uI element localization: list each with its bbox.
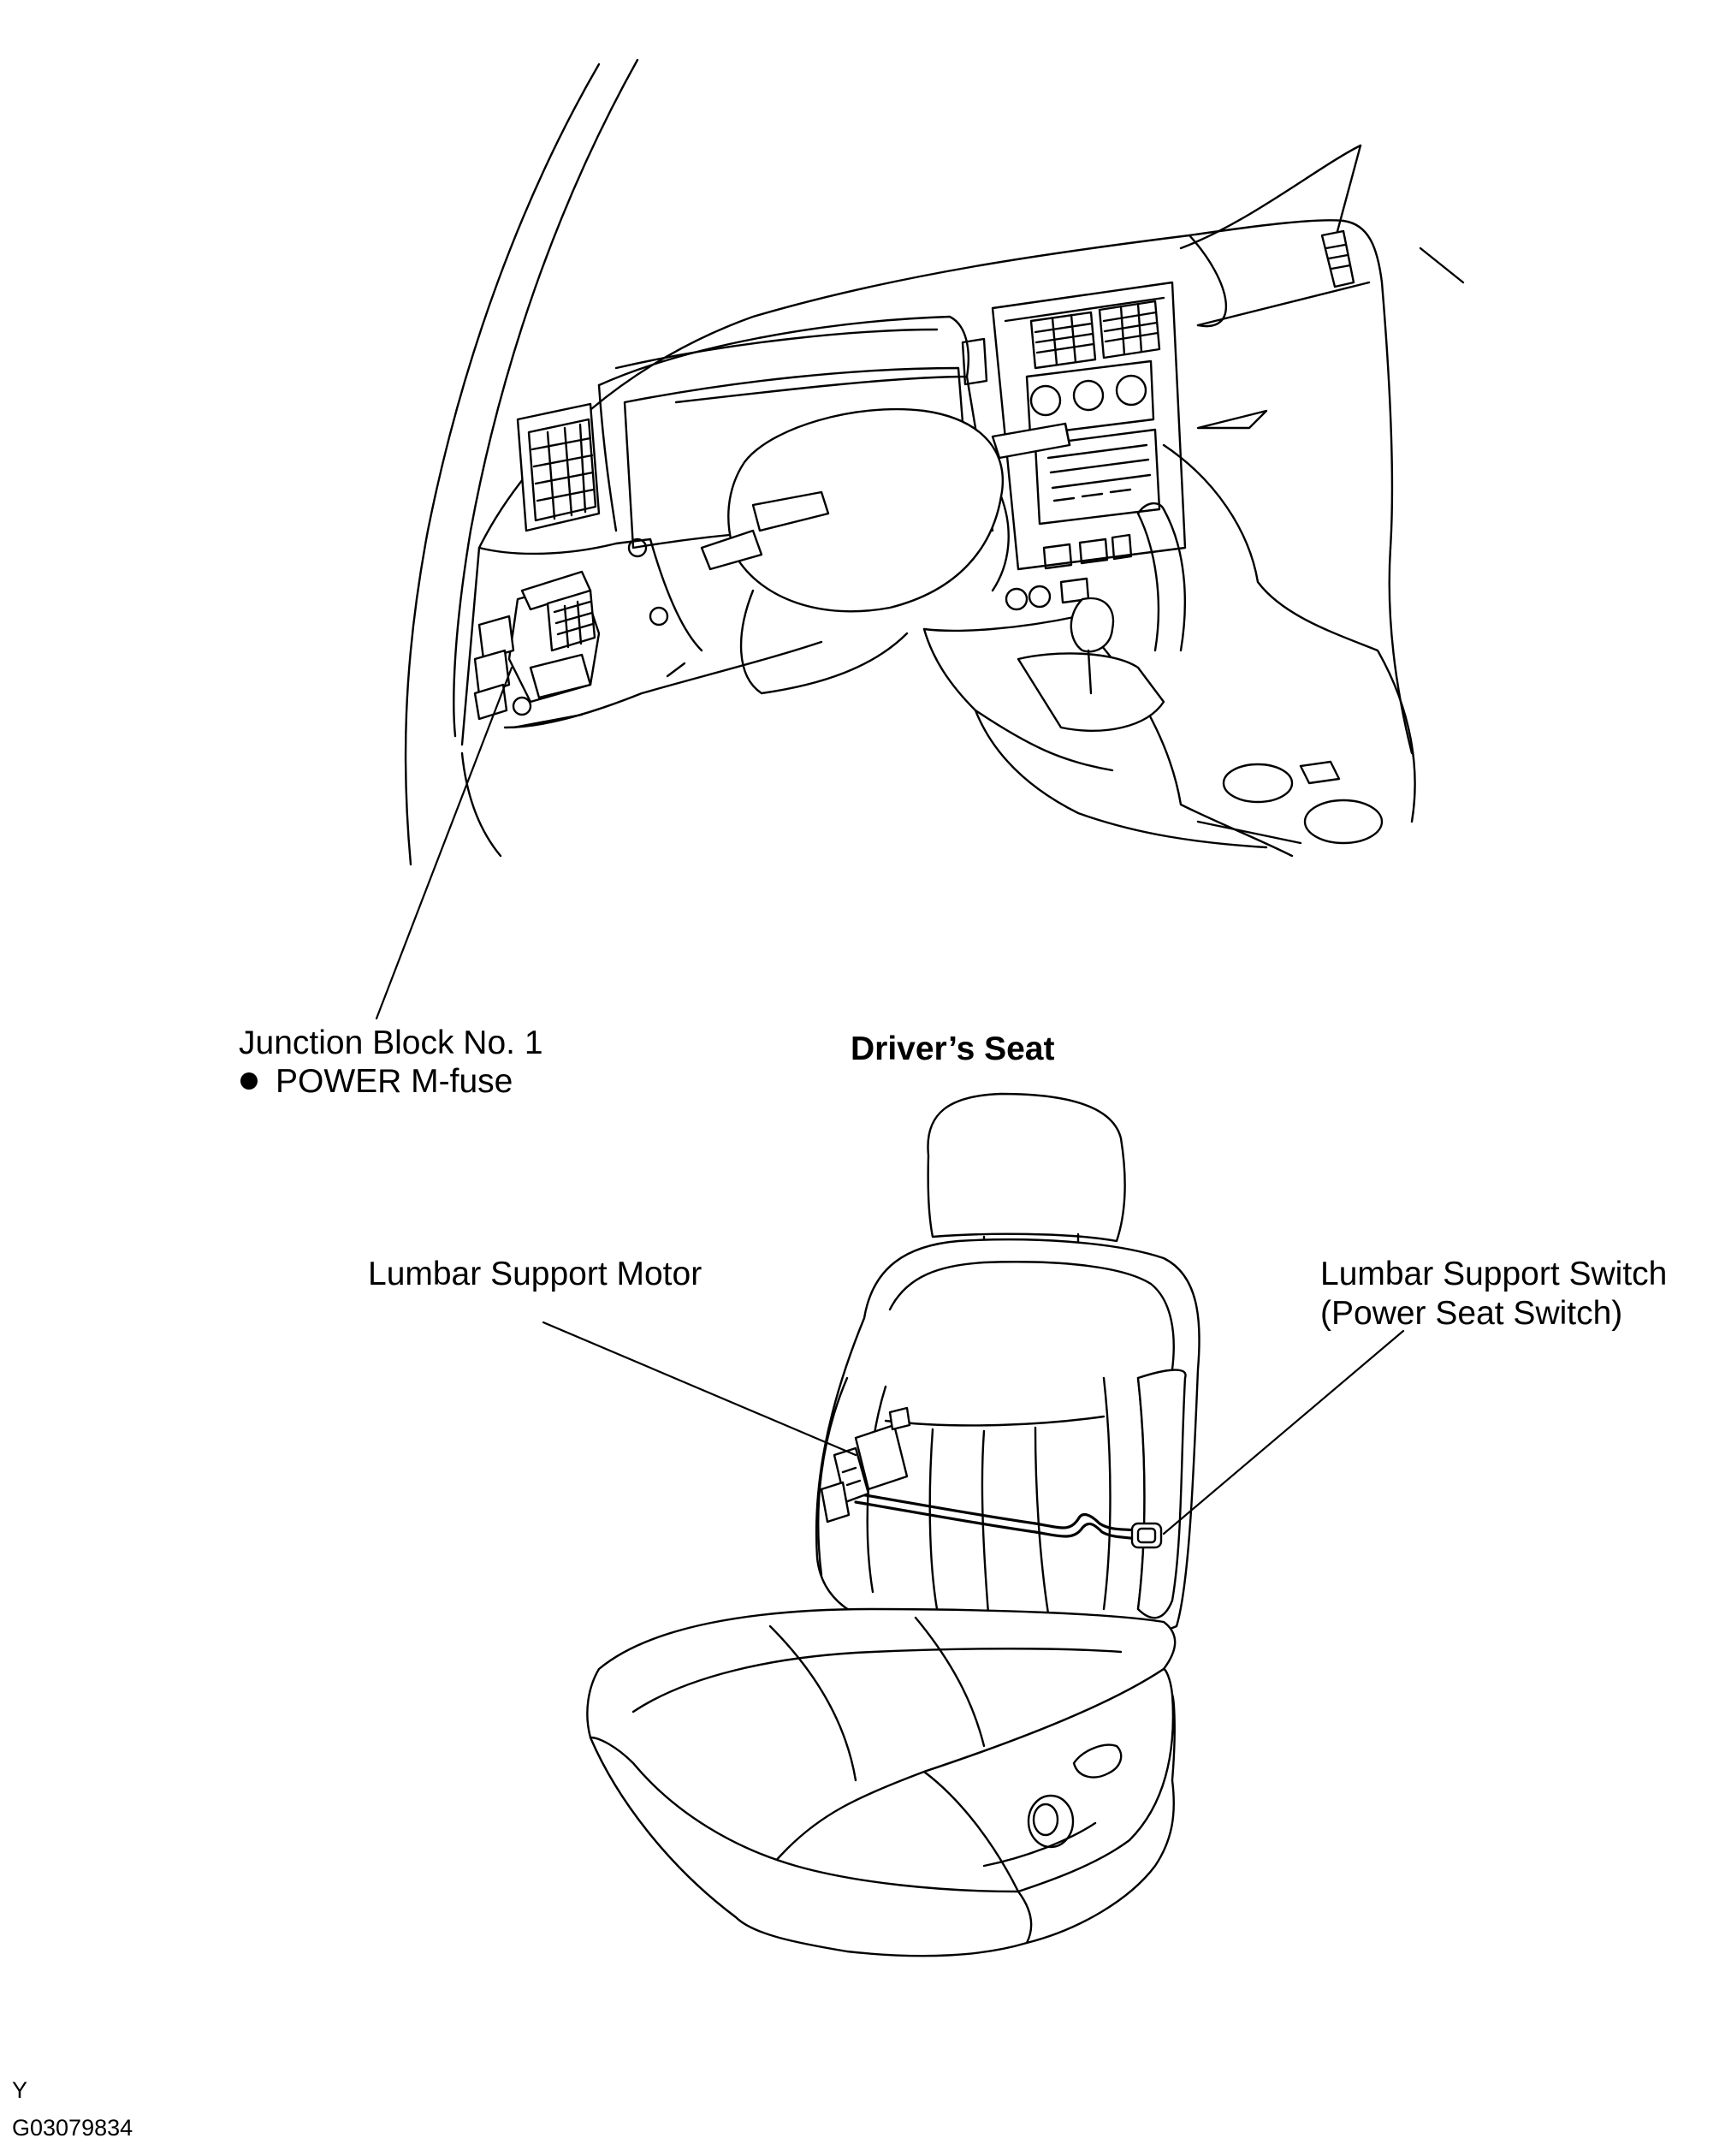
left-vent-frame <box>516 402 601 532</box>
lumbar-support-switch <box>1130 1522 1163 1549</box>
power-mfuse-label: POWER M-fuse <box>276 1063 513 1100</box>
lumbar-support-motor <box>854 1423 909 1491</box>
seat-side-frame <box>922 1667 1175 1893</box>
climate-knob-center <box>1072 379 1105 412</box>
wiper-stalk <box>700 529 763 571</box>
center-stack-outline <box>991 281 1187 571</box>
door-edge <box>460 751 502 858</box>
center-vent-left <box>1029 311 1097 370</box>
drivers-seat-title: Driver’s Seat <box>851 1030 1055 1067</box>
kick-panel <box>503 640 823 729</box>
dash-passenger-side <box>1162 443 1416 823</box>
turn-signal-stalk <box>751 490 830 532</box>
junction-block-label: Junction Block No. 1 <box>239 1025 543 1061</box>
leader-junction-block <box>375 666 513 1020</box>
windshield-line <box>1179 144 1362 250</box>
seat-illustration <box>586 1092 1200 1957</box>
seat-back-side-panel <box>1136 1369 1187 1619</box>
seat-cushion-front <box>589 1736 1033 1957</box>
a-pillar-outer <box>404 62 601 866</box>
seat-back-left-bolster <box>817 1376 849 1577</box>
seat-back <box>815 1238 1200 1642</box>
code-letter: Y <box>12 2077 28 2103</box>
cluster-hood <box>597 315 969 404</box>
cupholder-rear <box>1303 799 1384 845</box>
a-pillar-inner <box>453 58 639 738</box>
leader-lumbar-switch <box>1162 1329 1405 1535</box>
lumbar-switch-label: Lumbar Support Switch <box>1320 1256 1668 1292</box>
steering-column <box>739 589 909 695</box>
shift-knob <box>1070 597 1115 653</box>
dash-top-rear <box>1342 219 1394 549</box>
power-seat-switch-label: (Power Seat Switch) <box>1320 1295 1623 1332</box>
right-side-vent <box>1320 229 1355 288</box>
lumbar-motor-label: Lumbar Support Motor <box>368 1256 702 1292</box>
glovebox-latch <box>1196 409 1268 430</box>
headrest <box>927 1092 1126 1243</box>
radio-unit <box>1034 428 1161 526</box>
figure-id: G03079834 <box>12 2115 133 2141</box>
recline-lever <box>1072 1743 1123 1779</box>
transfer-lever <box>1136 508 1186 652</box>
center-vent-right <box>1098 300 1161 359</box>
dashboard-illustration <box>404 58 1465 866</box>
cupholder-front <box>1222 763 1294 804</box>
bullet-dot <box>240 1072 258 1090</box>
climate-knob-left <box>1029 384 1062 417</box>
center-console <box>922 615 1294 858</box>
leader-lumbar-motor <box>542 1321 857 1457</box>
lumbar-wire-harness <box>854 1492 1148 1534</box>
climate-knob-right <box>1115 374 1147 407</box>
